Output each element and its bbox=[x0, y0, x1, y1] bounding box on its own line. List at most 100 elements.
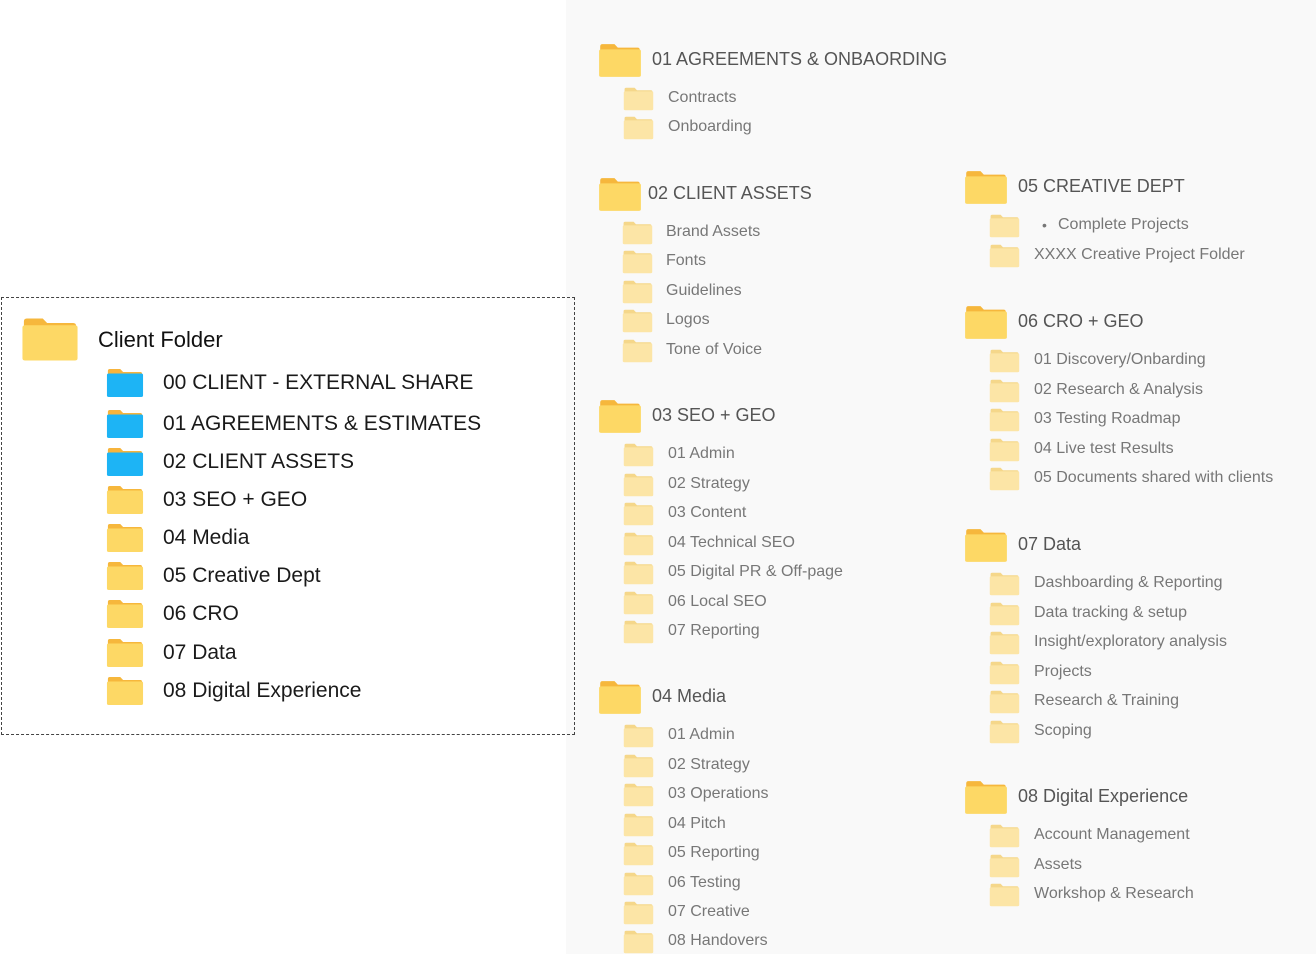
subfolder-label[interactable]: 04 Live test Results bbox=[1034, 440, 1174, 457]
subfolder-label[interactable]: 03 Content bbox=[668, 504, 747, 521]
subfolder-label[interactable]: 02 Strategy bbox=[668, 756, 750, 773]
section-folder-icon[interactable] bbox=[964, 528, 1008, 563]
subfolder-icon[interactable] bbox=[623, 591, 654, 615]
subfolder-icon[interactable] bbox=[623, 872, 654, 896]
section-folder-icon[interactable] bbox=[598, 43, 642, 78]
subfolder-label[interactable]: 05 Reporting bbox=[668, 844, 760, 861]
subfolder-icon[interactable] bbox=[989, 883, 1020, 907]
subfolder-label[interactable]: 03 Testing Roadmap bbox=[1034, 410, 1181, 427]
subfolder-label[interactable]: Insight/exploratory analysis bbox=[1034, 633, 1227, 650]
section-title[interactable]: 03 SEO + GEO bbox=[652, 405, 776, 425]
subfolder-label[interactable]: 06 Local SEO bbox=[668, 593, 767, 610]
subfolder-icon[interactable] bbox=[989, 631, 1020, 655]
folder-yellow-icon[interactable] bbox=[106, 561, 144, 591]
subfolder-label[interactable]: Workshop & Research bbox=[1034, 885, 1194, 902]
subfolder-label[interactable]: 07 Creative bbox=[668, 903, 750, 920]
folder-yellow-icon[interactable] bbox=[106, 485, 144, 515]
subfolder-icon[interactable] bbox=[989, 244, 1020, 268]
subfolder-icon[interactable] bbox=[623, 724, 654, 748]
section-folder-icon[interactable] bbox=[598, 177, 642, 212]
subfolder-label[interactable]: Fonts bbox=[666, 252, 707, 269]
subfolder-label[interactable]: 05 Documents shared with clients bbox=[1034, 469, 1274, 486]
folder-blue-icon[interactable] bbox=[106, 447, 144, 477]
folder-yellow-icon[interactable] bbox=[106, 676, 144, 706]
subfolder-label[interactable]: Tone of Voice bbox=[666, 341, 763, 358]
subfolder-icon[interactable] bbox=[623, 561, 654, 585]
subfolder-icon[interactable] bbox=[622, 280, 653, 304]
folder-yellow-icon[interactable] bbox=[106, 638, 144, 668]
subfolder-icon[interactable] bbox=[623, 87, 654, 111]
folder-blue-icon[interactable] bbox=[106, 409, 144, 439]
subfolder-label[interactable]: 04 Technical SEO bbox=[668, 534, 795, 551]
subfolder-label[interactable]: 01 Admin bbox=[668, 726, 735, 743]
subfolder-label[interactable]: Assets bbox=[1034, 856, 1083, 873]
subfolder-icon[interactable] bbox=[989, 408, 1020, 432]
subfolder-icon[interactable] bbox=[989, 720, 1020, 744]
subfolder-icon[interactable] bbox=[623, 473, 654, 497]
subfolder-label[interactable]: Complete Projects bbox=[1058, 216, 1189, 233]
subfolder-icon[interactable] bbox=[989, 661, 1020, 685]
client-subfolder-label[interactable]: 04 Media bbox=[163, 526, 250, 549]
section-title[interactable]: 08 Digital Experience bbox=[1018, 786, 1189, 806]
subfolder-icon[interactable] bbox=[623, 116, 654, 140]
subfolder-label[interactable]: 01 Discovery/Onbarding bbox=[1034, 351, 1206, 368]
subfolder-label[interactable]: Contracts bbox=[668, 89, 737, 106]
subfolder-icon[interactable] bbox=[623, 842, 654, 866]
subfolder-icon[interactable] bbox=[623, 532, 654, 556]
folder-blue-icon[interactable] bbox=[106, 368, 144, 398]
subfolder-icon[interactable] bbox=[989, 854, 1020, 878]
subfolder-label[interactable]: 04 Pitch bbox=[668, 815, 726, 832]
subfolder-label[interactable]: Onboarding bbox=[668, 118, 752, 135]
subfolder-icon[interactable] bbox=[989, 214, 1020, 238]
section-title[interactable]: 06 CRO + GEO bbox=[1018, 311, 1144, 331]
subfolder-icon[interactable] bbox=[623, 930, 654, 954]
subfolder-icon[interactable] bbox=[623, 754, 654, 778]
client-subfolder-label[interactable]: 02 CLIENT ASSETS bbox=[163, 450, 355, 473]
subfolder-label[interactable]: 06 Testing bbox=[668, 874, 741, 891]
subfolder-label[interactable]: 08 Handovers bbox=[668, 932, 768, 949]
section-title[interactable]: 04 Media bbox=[652, 686, 727, 706]
client-subfolder-label[interactable]: 07 Data bbox=[163, 641, 237, 664]
subfolder-icon[interactable] bbox=[989, 602, 1020, 626]
subfolder-label[interactable]: 02 Research & Analysis bbox=[1034, 381, 1203, 398]
client-subfolder-label[interactable]: 06 CRO bbox=[163, 602, 239, 625]
subfolder-label[interactable]: Brand Assets bbox=[666, 223, 761, 240]
subfolder-icon[interactable] bbox=[623, 620, 654, 644]
client-subfolder-label[interactable]: 00 CLIENT - EXTERNAL SHARE bbox=[163, 371, 474, 394]
subfolder-label[interactable]: Scoping bbox=[1034, 722, 1092, 739]
subfolder-icon[interactable] bbox=[989, 379, 1020, 403]
subfolder-label[interactable]: 01 Admin bbox=[668, 445, 735, 462]
subfolder-label[interactable]: 05 Digital PR & Off-page bbox=[668, 563, 843, 580]
subfolder-label[interactable]: Research & Training bbox=[1034, 692, 1179, 709]
subfolder-icon[interactable] bbox=[989, 690, 1020, 714]
subfolder-label[interactable]: Guidelines bbox=[666, 282, 742, 299]
subfolder-label[interactable]: Dashboarding & Reporting bbox=[1034, 574, 1223, 591]
subfolder-icon[interactable] bbox=[622, 339, 653, 363]
subfolder-icon[interactable] bbox=[622, 250, 653, 274]
section-title[interactable]: 01 AGREEMENTS & ONBAORDING bbox=[652, 49, 948, 69]
section-folder-icon[interactable] bbox=[598, 399, 642, 434]
subfolder-icon[interactable] bbox=[989, 438, 1020, 462]
section-title[interactable]: 05 CREATIVE DEPT bbox=[1018, 176, 1185, 196]
subfolder-label[interactable]: Logos bbox=[666, 311, 710, 328]
subfolder-icon[interactable] bbox=[623, 813, 654, 837]
subfolder-icon[interactable] bbox=[622, 221, 653, 245]
subfolder-label[interactable]: 03 Operations bbox=[668, 785, 769, 802]
section-folder-icon[interactable] bbox=[598, 680, 642, 715]
subfolder-label[interactable]: 07 Reporting bbox=[668, 622, 760, 639]
subfolder-icon[interactable] bbox=[989, 349, 1020, 373]
section-title[interactable]: 02 CLIENT ASSETS bbox=[648, 183, 812, 203]
subfolder-label[interactable]: Data tracking & setup bbox=[1034, 604, 1187, 621]
folder-yellow-icon[interactable] bbox=[106, 523, 144, 553]
client-subfolder-label[interactable]: 08 Digital Experience bbox=[163, 679, 362, 702]
subfolder-icon[interactable] bbox=[622, 309, 653, 333]
subfolder-icon[interactable] bbox=[989, 824, 1020, 848]
section-folder-icon[interactable] bbox=[964, 170, 1008, 205]
section-folder-icon[interactable] bbox=[964, 305, 1008, 340]
client-folder-icon[interactable] bbox=[21, 317, 79, 362]
subfolder-icon[interactable] bbox=[989, 467, 1020, 491]
subfolder-label[interactable]: Projects bbox=[1034, 663, 1092, 680]
subfolder-icon[interactable] bbox=[623, 443, 654, 467]
client-subfolder-label[interactable]: 05 Creative Dept bbox=[163, 564, 321, 587]
client-subfolder-label[interactable]: 01 AGREEMENTS & ESTIMATES bbox=[163, 412, 482, 435]
